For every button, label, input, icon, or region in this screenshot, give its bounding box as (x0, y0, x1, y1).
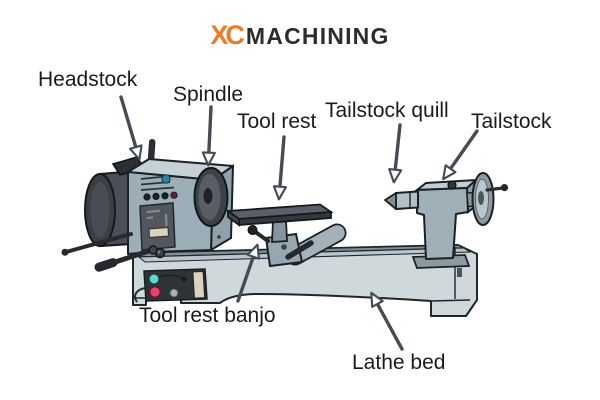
label-headstock: Headstock (38, 68, 138, 91)
arrow-tailstock-quill (388, 123, 403, 184)
label-tool-rest: Tool rest (237, 110, 317, 133)
label-spindle: Spindle (173, 83, 244, 106)
label-lathe-bed: Lathe bed (352, 351, 446, 374)
arrow-tailstock (442, 129, 479, 181)
label-tool-rest-banjo: Tool rest banjo (139, 304, 276, 327)
arrow-lathe-bed (370, 291, 404, 351)
tool-rest-banjo-arm (287, 225, 345, 264)
label-tailstock-quill: Tailstock quill (325, 99, 449, 122)
tailstock-group (384, 172, 509, 269)
pink-button (149, 286, 161, 298)
arrow-tool-rest (272, 135, 287, 201)
tool-rest-group (225, 203, 347, 268)
gray-button (169, 288, 179, 298)
speed-indicator-dot (161, 174, 171, 184)
cyan-button (148, 273, 160, 285)
logo-wordmark: MACHINING (245, 23, 390, 49)
headstock-group (111, 139, 235, 259)
logo-xc-monogram: XC (210, 20, 244, 50)
leader-arrows (119, 95, 479, 351)
spindle-disc (193, 167, 229, 227)
arrow-tool-rest-banjo (236, 243, 261, 303)
label-tailstock: Tailstock (471, 110, 552, 133)
tailstock-quill-shape (395, 190, 419, 211)
arrow-headstock (119, 95, 143, 161)
lathe-bed-shape (130, 244, 478, 317)
headstock-levers (61, 232, 158, 272)
arrow-spindle (201, 105, 216, 167)
power-switch-panel (134, 268, 208, 303)
